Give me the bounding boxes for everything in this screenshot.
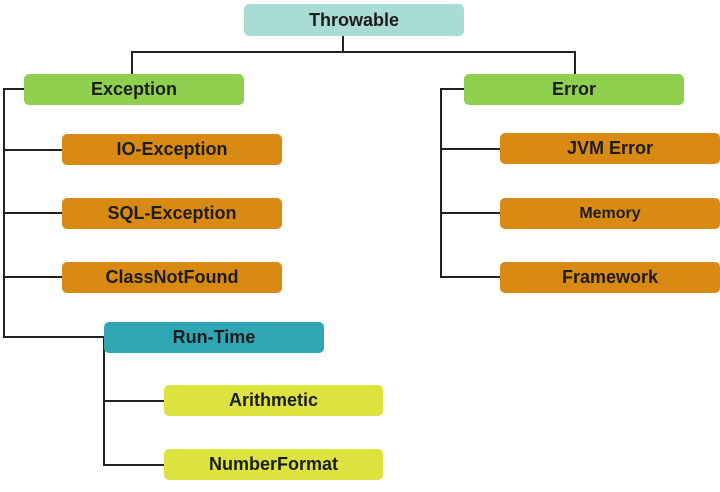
node-class-not-found: ClassNotFound [62,262,282,293]
connector-runtime-trunk [103,337,164,466]
node-jvm-error: JVM Error [500,133,720,164]
node-error: Error [464,74,684,105]
node-number-format: NumberFormat [164,449,383,480]
node-memory: Memory [500,198,720,229]
node-framework: Framework [500,262,720,293]
node-sql-exception: SQL-Exception [62,198,282,229]
node-exception: Exception [24,74,244,105]
node-io-exception: IO-Exception [62,134,282,165]
connector-throwable-children [131,51,576,74]
connector-error-trunk [440,88,500,278]
node-arithmetic: Arithmetic [164,385,383,416]
node-throwable: Throwable [244,4,464,36]
node-run-time: Run-Time [104,322,324,353]
